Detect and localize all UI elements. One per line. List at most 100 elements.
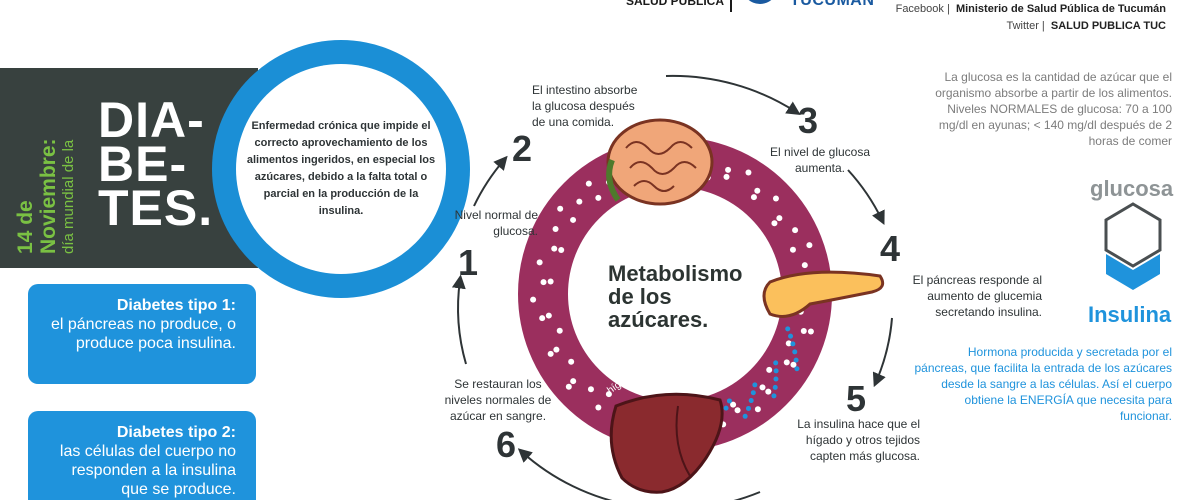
- type-2-text: las células del cuerpo no responden a la…: [59, 443, 236, 498]
- glucose-dot: [552, 225, 559, 232]
- glucose-dot: [539, 315, 546, 322]
- insulin-shape: [1106, 254, 1160, 290]
- cycle-title-line3: azúcares.: [608, 307, 709, 332]
- diabetes-type-1-card: Diabetes tipo 1: el páncreas no produce,…: [28, 284, 256, 384]
- social-links: Facebook | Ministerio de Salud Pública d…: [895, 3, 1166, 32]
- step-5-number: 5: [846, 378, 867, 419]
- step-6-number: 6: [496, 424, 517, 465]
- facebook-value[interactable]: Ministerio de Salud Pública de Tucumán: [955, 3, 1166, 15]
- arrow-4-5: [872, 317, 893, 388]
- glucose-dot: [776, 215, 783, 222]
- insulin-dot: [794, 366, 800, 372]
- step-4-text: El páncreas responde al aumento de gluce…: [912, 273, 1042, 319]
- insulin-dot: [726, 398, 732, 404]
- type-1-text: el páncreas no produce, o produce poca i…: [50, 316, 236, 352]
- step-4-number: 4: [880, 228, 901, 269]
- glucose-dot: [530, 296, 537, 303]
- glucose-insulin-hexagons: [1104, 202, 1162, 290]
- glucose-label: glucosa: [1090, 176, 1174, 201]
- glucose-dot: [565, 383, 572, 390]
- province-logo-text: TUCUMÁN: [790, 0, 875, 9]
- cycle-title: Metabolismo de los azúcares.: [608, 262, 742, 331]
- glucose-dot: [595, 194, 602, 201]
- glucose-dot: [759, 384, 766, 391]
- banner-word-line1: DIA-: [98, 92, 205, 148]
- banner-word-line2: BE-: [98, 136, 188, 192]
- glucose-dot: [547, 278, 554, 285]
- insulin-label: Insulina: [1088, 302, 1172, 327]
- glucose-dot: [792, 227, 799, 234]
- liver-illustration: [609, 392, 724, 494]
- glucose-dot: [801, 262, 808, 269]
- arrow-2-3: [665, 74, 801, 116]
- insulin-dot: [748, 398, 754, 404]
- arrow-6-1: [451, 274, 467, 365]
- step-1-text: Nivel normal de glucosa.: [454, 208, 538, 238]
- glucose-dot: [557, 205, 564, 212]
- glucose-dot: [783, 359, 790, 366]
- glucose-dot: [745, 169, 752, 176]
- step-2-text: El intestino absorbe la glucosa después …: [532, 83, 638, 129]
- banner-word-line3: TES.: [98, 180, 214, 236]
- glucose-dot: [540, 279, 547, 286]
- glucose-dot: [800, 327, 807, 334]
- glucose-dot: [785, 340, 792, 347]
- twitter-value[interactable]: SALUD PUBLICA TUC: [1050, 20, 1166, 32]
- glucose-dot: [553, 346, 560, 353]
- insulin-info: Hormona producida y secretada por el pán…: [914, 345, 1173, 423]
- diabetes-type-2-card: Diabetes tipo 2: las células del cuerpo …: [28, 411, 256, 500]
- glucose-dot: [558, 246, 565, 253]
- glucose-dot: [723, 173, 730, 180]
- glucose-dot: [772, 195, 779, 202]
- glucose-dot: [556, 327, 563, 334]
- glucose-dot: [570, 216, 577, 223]
- tucuman-sun-logo: [748, 0, 772, 4]
- glucose-dot: [576, 198, 583, 205]
- glucose-dot: [734, 407, 741, 414]
- twitter-label: Twitter: [1006, 20, 1039, 32]
- definition-circle: Enfermedad crónica que impide el correct…: [236, 64, 446, 274]
- insulin-dot: [785, 326, 791, 332]
- type-2-title: Diabetes tipo 2:: [116, 424, 236, 441]
- banner-date: 14 de Noviembre: día mundial de la: [14, 84, 78, 254]
- cycle-title-line1: Metabolismo: [608, 261, 743, 286]
- glucose-dot: [725, 166, 732, 173]
- cycle-title-line2: de los: [608, 284, 672, 309]
- banner-date-line1: 14 de Noviembre:: [14, 138, 60, 254]
- insulin-dot: [742, 413, 748, 419]
- insulin-dot: [773, 360, 779, 366]
- glucose-dot: [766, 366, 773, 373]
- glucose-dot: [570, 378, 577, 385]
- insulin-dot: [773, 376, 779, 382]
- insulin-dot: [790, 341, 796, 347]
- insulin-dot: [771, 393, 777, 399]
- glucose-dot: [547, 350, 554, 357]
- insulin-dots: [723, 326, 800, 419]
- step-3-number: 3: [798, 100, 819, 141]
- glucose-info: La glucosa es la cantidad de azúcar que …: [935, 70, 1172, 148]
- glucose-dot: [585, 180, 592, 187]
- insulin-dot: [752, 382, 758, 388]
- insulin-dot: [745, 405, 751, 411]
- glucose-dot: [545, 312, 552, 319]
- ministry-logo-text: SALUD PÚBLICA: [626, 0, 724, 8]
- glucose-dot: [806, 242, 813, 249]
- glucose-dot: [605, 391, 612, 398]
- banner-date-line2: día mundial de la: [60, 139, 77, 254]
- pancreas-illustration: [762, 270, 885, 318]
- glucose-hexagon: [1104, 202, 1162, 268]
- step-1-number: 1: [458, 242, 479, 283]
- insulin-dot: [772, 384, 778, 390]
- insulin-dot: [750, 390, 756, 396]
- glucose-dot: [750, 194, 757, 201]
- insulin-dot: [793, 357, 799, 363]
- glucose-dot: [807, 328, 814, 335]
- arrow-1-2: [473, 155, 508, 207]
- step-6-text: Se restauran los niveles normales de azú…: [444, 377, 552, 423]
- insulin-dot: [773, 368, 779, 374]
- facebook-label: Facebook: [895, 3, 944, 15]
- metabolism-cycle: intestino páncreas hígado torrente sangu…: [451, 74, 893, 500]
- glucose-dot: [551, 245, 558, 252]
- header-divider: [730, 0, 732, 12]
- banner-word: DIA- BE- TES.: [98, 92, 214, 236]
